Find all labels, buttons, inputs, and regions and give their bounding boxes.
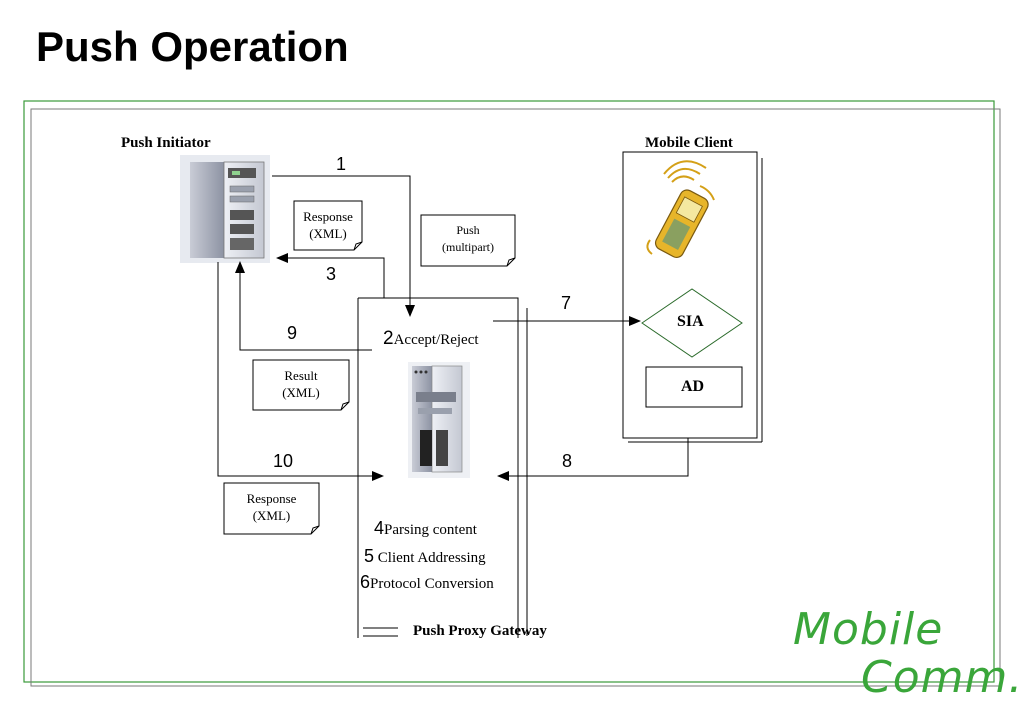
step-1-number: 1 (336, 154, 347, 174)
push-initiator-label: Push Initiator (121, 135, 211, 151)
ad-box (645, 366, 743, 408)
note-response-bottom (223, 482, 320, 535)
mobile-comm-logo: Mobile Comm. (793, 608, 1023, 708)
sia-diamond (641, 288, 743, 358)
logo-line-2: Comm. (861, 652, 1023, 703)
note-response-top (293, 200, 363, 251)
step-4-number: 4 (374, 518, 385, 538)
mobile-client-box (622, 151, 763, 443)
logo-line-1: Mobile (793, 604, 944, 655)
step-8-number: 8 (562, 451, 573, 471)
step-3-number: 3 (326, 264, 337, 284)
mobile-phone-icon (646, 160, 715, 259)
push-initiator-server-icon (180, 155, 270, 263)
ad-label: AD (681, 378, 705, 395)
diagram-frame (23, 100, 1001, 687)
gateway-server-icon (408, 362, 470, 478)
arrow-step-8 (497, 438, 689, 481)
note-result-text: Result (XML) (282, 368, 320, 400)
page-title: Push Operation (36, 23, 349, 70)
step-4-text: 4Parsing content (374, 518, 477, 538)
arrow-step-10 (217, 262, 384, 481)
gateway-label: Push Proxy Gateway (413, 623, 547, 639)
note-response-bottom-text: Response (XML) (246, 491, 297, 523)
note-push-text: Push (multipart) (442, 223, 494, 254)
note-response-top-text: Response (XML) (303, 209, 353, 241)
step-9-number: 9 (287, 323, 298, 343)
arrow-step-3 (276, 253, 385, 298)
sia-label: SIA (677, 313, 704, 330)
arrow-step-9 (235, 261, 372, 351)
note-push (420, 214, 516, 267)
mobile-client-label: Mobile Client (645, 135, 733, 151)
gateway-box (357, 297, 528, 638)
step-7-number: 7 (561, 293, 572, 313)
arrow-step-1 (272, 175, 415, 317)
step-5-number: 5 (364, 546, 375, 566)
flow-arrows (217, 175, 689, 481)
step-10-number: 10 (273, 451, 294, 471)
note-result (252, 359, 350, 411)
step-5-text: 5 Client Addressing (364, 546, 486, 566)
step-2-number: 2 (383, 328, 394, 349)
step-6-number: 6 (360, 572, 371, 592)
step-2-text: 2Accept/Reject (383, 328, 479, 349)
step-6-text: 6Protocol Conversion (360, 572, 494, 592)
